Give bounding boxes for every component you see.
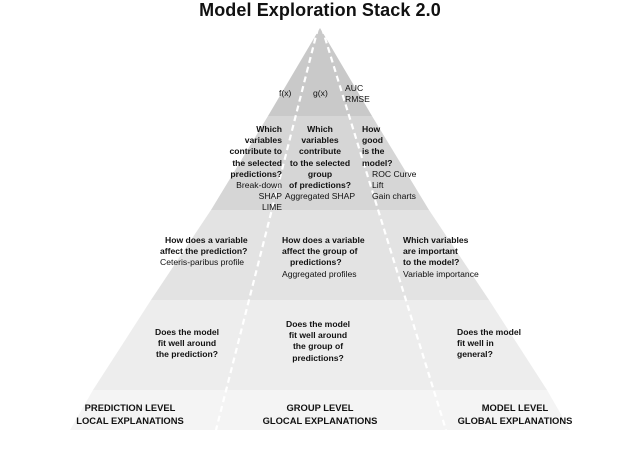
question-line: Which — [256, 124, 282, 134]
question-line: variables — [301, 135, 339, 146]
method-item: Aggregated SHAP — [284, 191, 356, 202]
question-line: variables — [244, 135, 282, 146]
method-item: ROC Curve — [372, 168, 417, 179]
level-explanation: GLOCAL EXPLANATIONS — [262, 415, 378, 426]
question-line: good — [362, 135, 383, 146]
question-line: is the — [362, 146, 385, 157]
diagram-title: Model Exploration Stack 2.0 — [199, 0, 441, 20]
level2-right: How good is the model? ROC Curve Lift Ga… — [362, 124, 416, 202]
divider-left — [214, 27, 320, 431]
question-line: fit well around — [288, 330, 348, 341]
question-line: are important — [403, 246, 458, 257]
method-item: Lift — [372, 180, 384, 191]
label-gx: g(x) — [313, 88, 328, 98]
question-line: group — [307, 168, 333, 179]
level3-left: How does a variable affect the predictio… — [160, 235, 248, 269]
method-item: Ceteris-paribus profile — [160, 257, 245, 268]
question-line: to the model? — [403, 257, 460, 268]
method-item: Variable importance — [403, 268, 479, 279]
question-line: affect the prediction? — [160, 246, 248, 257]
question-line: contribute — [298, 146, 341, 157]
question-line: fit well around — [157, 338, 217, 349]
question-line: general? — [457, 349, 493, 360]
level-explanation: GLOBAL EXPLANATIONS — [457, 415, 573, 426]
level-explanation: LOCAL EXPLANATIONS — [76, 415, 184, 426]
divider-right — [320, 27, 448, 431]
level4-center: Does the model fit well around the group… — [273, 319, 363, 364]
question-line: predictions? — [230, 168, 282, 179]
level4-left: Does the model fit well around the predi… — [142, 327, 232, 361]
level-name: MODEL LEVEL — [481, 402, 549, 413]
question-line: affect the group of — [282, 246, 358, 257]
question-line: fit well in — [457, 338, 494, 349]
label-fx: f(x) — [279, 88, 292, 98]
level-name: GROUP LEVEL — [286, 402, 354, 413]
level4-right: Does the model fit well in general? — [457, 327, 521, 361]
question-line: the selected — [232, 157, 282, 168]
metric-item: AUC — [345, 83, 364, 93]
question-line: Does the model — [457, 327, 521, 337]
base-center-label: GROUP LEVEL GLOCAL EXPLANATIONS — [245, 401, 395, 427]
question-line: How — [362, 124, 381, 134]
method-item: Break-down — [236, 180, 282, 191]
question-line: the prediction? — [155, 349, 219, 360]
question-line: Which variables — [403, 235, 469, 245]
level2-center: Which variables contribute to the select… — [270, 124, 370, 202]
level3-right: Which variables are important to the mod… — [403, 235, 479, 280]
question-line: to the selected — [289, 157, 351, 168]
metrics-list: AUC RMSE — [345, 83, 370, 105]
question-line: How does a variable — [165, 235, 248, 245]
pyramid-level-3 — [151, 210, 489, 300]
pyramid-level-2 — [211, 116, 429, 210]
level2-left: Which variables contribute to the select… — [212, 124, 282, 214]
question-line: How does a variable — [282, 235, 365, 245]
method-item: Aggregated profiles — [282, 268, 357, 279]
method-item: LIME — [261, 202, 282, 213]
metric-item: RMSE — [345, 94, 370, 105]
question-line: predictions? — [290, 257, 342, 268]
pyramid-level-top — [268, 28, 372, 116]
base-right-label: MODEL LEVEL GLOBAL EXPLANATIONS — [440, 401, 590, 427]
pyramid-base — [70, 390, 570, 430]
question-line: model? — [362, 157, 393, 168]
question-line: contribute to — [229, 146, 282, 157]
level3-center: How does a variable affect the group of … — [282, 235, 365, 280]
question-line: of predictions? — [288, 180, 352, 191]
question-line: Does the model — [286, 319, 350, 329]
level-name: PREDICTION LEVEL — [84, 402, 176, 413]
method-item: Gain charts — [372, 191, 416, 202]
pyramid-level-4 — [93, 300, 547, 390]
question-line: Which — [307, 124, 333, 134]
base-left-label: PREDICTION LEVEL LOCAL EXPLANATIONS — [55, 401, 205, 427]
question-line: predictions? — [292, 352, 344, 363]
question-line: the group of — [292, 341, 344, 352]
method-item: SHAP — [258, 191, 282, 202]
question-line: Does the model — [155, 327, 219, 337]
